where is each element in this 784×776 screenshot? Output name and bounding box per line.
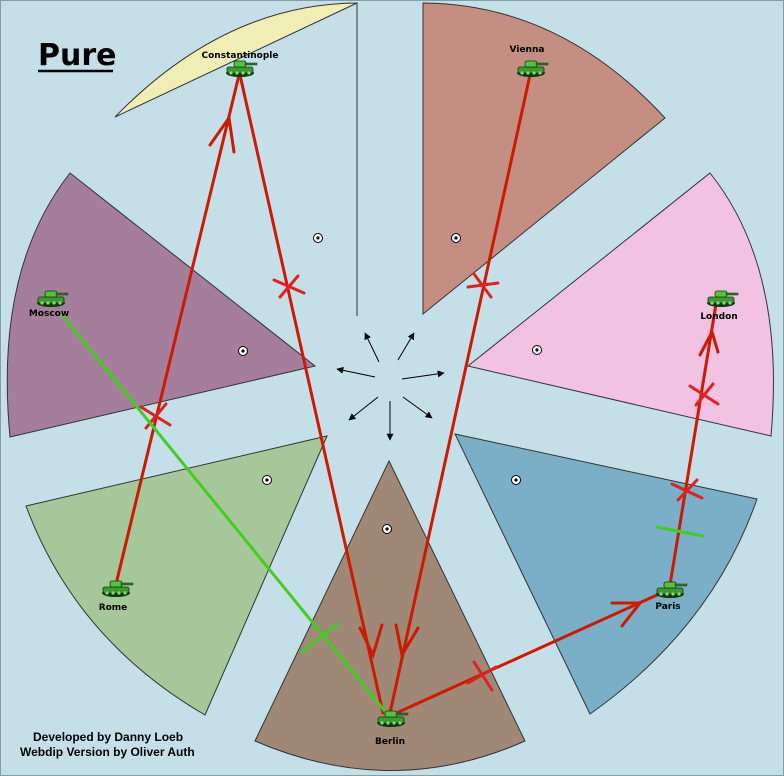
label-moscow: Moscow: [29, 309, 69, 319]
label-rome: Rome: [99, 603, 128, 613]
order-paris-london: [668, 302, 720, 587]
order-constantinople-berlin: [238, 73, 385, 715]
order-rome-constantinople: [115, 73, 241, 582]
label-paris: Paris: [655, 602, 680, 612]
label-constantinople: Constantinople: [202, 51, 279, 61]
label-london: London: [700, 312, 737, 322]
label-berlin: Berlin: [375, 737, 405, 747]
territory-constantinople[interactable]: [114, 2, 358, 316]
territory-paris[interactable]: [454, 433, 758, 715]
supply-center-berlin: [382, 524, 392, 534]
center-compass-arrows: [336, 332, 445, 441]
supply-center-paris: [511, 475, 521, 485]
label-vienna: Vienna: [510, 45, 545, 55]
territory-vienna[interactable]: [422, 2, 666, 316]
territory-rome[interactable]: [25, 435, 328, 716]
territory-berlin[interactable]: [254, 459, 526, 771]
territory-moscow[interactable]: [6, 172, 317, 438]
supply-center-london: [532, 345, 542, 355]
credit-webdip: Webdip Version by Oliver Auth: [20, 745, 195, 759]
credit-developer: Developed by Danny Loeb: [33, 730, 183, 744]
supply-center-moscow: [238, 346, 248, 356]
order-moscow-support-berlin: [60, 313, 705, 717]
supply-center-rome: [262, 475, 272, 485]
supply-center-vienna: [451, 233, 461, 243]
order-berlin-paris: [390, 588, 670, 717]
supply-center-constantinople: [313, 233, 323, 243]
map-title: Pure: [38, 38, 117, 73]
territory-london[interactable]: [466, 172, 774, 437]
order-vienna-berlin: [388, 73, 532, 715]
